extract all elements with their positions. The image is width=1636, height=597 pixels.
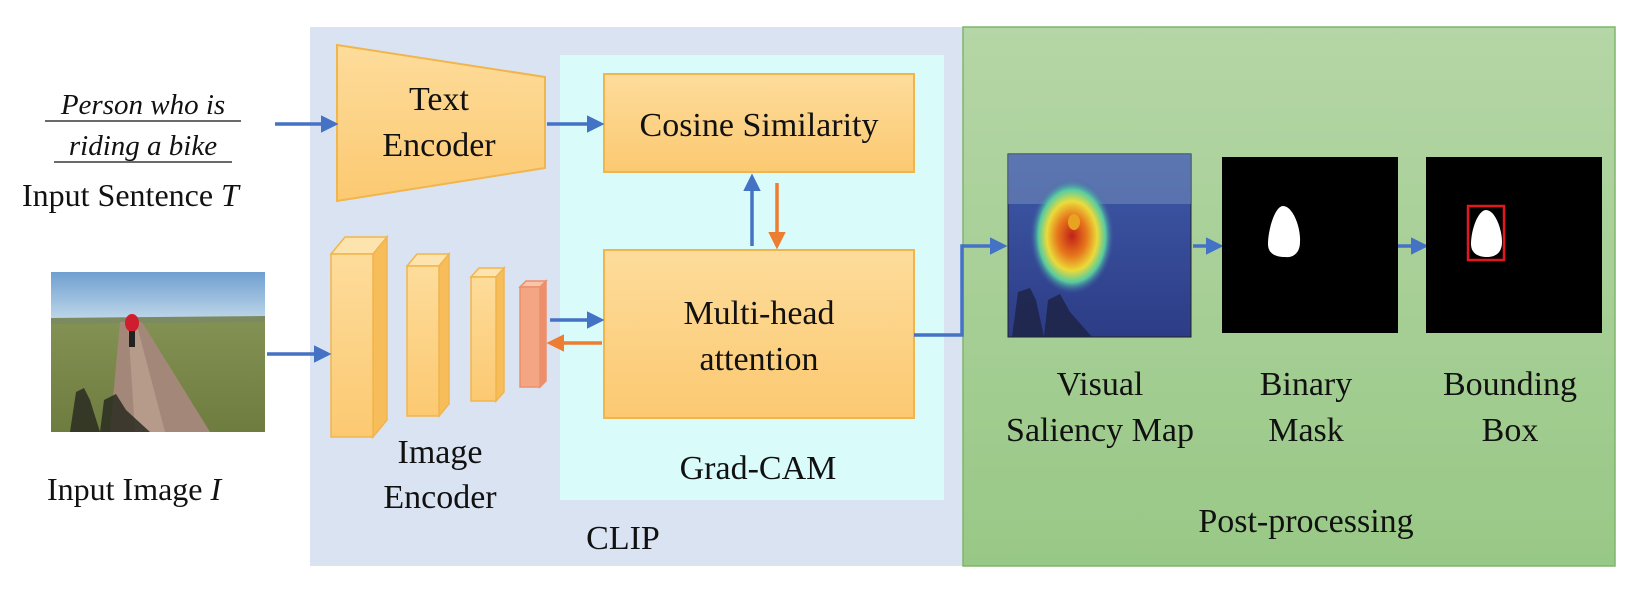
post-processing-label: Post-processing bbox=[1198, 503, 1413, 540]
mask-line1: Binary bbox=[1260, 366, 1353, 403]
image-encoder-block-2 bbox=[405, 251, 451, 419]
bounding-box-image bbox=[1426, 157, 1602, 333]
bbox-line1: Bounding bbox=[1443, 366, 1577, 403]
image-encoder-line1: Image bbox=[398, 434, 483, 471]
saliency-map-image bbox=[1007, 153, 1192, 338]
input-image-label: Input Image I bbox=[47, 471, 223, 507]
input-sentence-label: Input Sentence T bbox=[22, 177, 241, 213]
image-encoder-line2: Encoder bbox=[383, 479, 497, 516]
clip-label: CLIP bbox=[586, 520, 660, 557]
bbox-line2: Box bbox=[1482, 412, 1539, 449]
arrow-attention-to-saliency bbox=[914, 237, 1008, 337]
text-encoder-line2: Encoder bbox=[382, 127, 496, 164]
attention-line1: Multi-head bbox=[683, 295, 834, 332]
bounding-box-rect bbox=[1466, 204, 1506, 262]
image-encoder-block-3 bbox=[469, 266, 506, 403]
saliency-line2: Saliency Map bbox=[1006, 412, 1194, 449]
cosine-similarity-block bbox=[603, 73, 915, 173]
input-sentence-line1: Person who is bbox=[60, 89, 225, 121]
input-image-photo bbox=[51, 272, 265, 432]
text-encoder-line1: Text bbox=[409, 81, 469, 118]
multi-head-attention-block bbox=[603, 249, 915, 419]
cosine-similarity-label: Cosine Similarity bbox=[640, 107, 879, 144]
attention-line2: attention bbox=[700, 341, 819, 378]
binary-mask-image bbox=[1222, 157, 1398, 333]
image-encoder-token-block bbox=[518, 279, 548, 389]
input-sentence-line2: riding a bike bbox=[69, 130, 217, 162]
gradcam-label: Grad-CAM bbox=[680, 450, 837, 487]
text-encoder-block bbox=[336, 43, 546, 203]
image-encoder-block-1 bbox=[329, 234, 389, 440]
mask-line2: Mask bbox=[1268, 412, 1344, 449]
saliency-line1: Visual bbox=[1057, 366, 1144, 403]
